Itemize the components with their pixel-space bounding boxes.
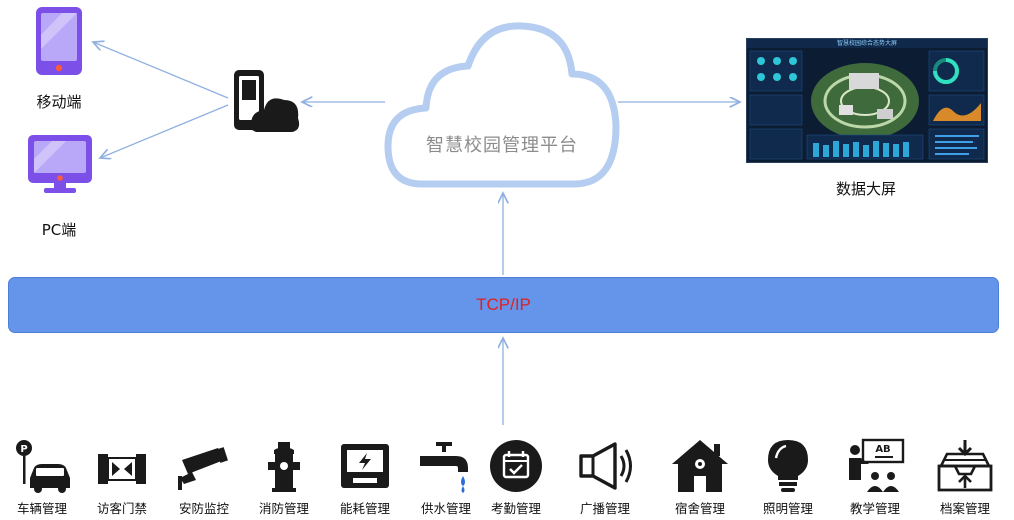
speaker-icon [579,442,632,490]
subsystem-vehicle: P 车辆管理 [2,438,82,520]
tcp-ip-bus-label: TCP/IP [476,295,531,314]
fire-hydrant-icon [268,442,300,492]
subsystem-label: 访客门禁 [96,501,147,516]
subsystem-water: 供水管理 [406,438,486,520]
security-camera-icon [178,447,228,490]
dormitory-house-icon [672,440,728,492]
subsystem-dormitory: 宿舍管理 [660,438,740,520]
mobile-phone-icon [36,7,82,75]
dashboard-screen: 智慧校园综合态势大屏 [746,38,988,163]
subsystem-security: 安防监控 [164,438,244,520]
arrow-to-pc [100,104,229,158]
mobile-label: 移动端 [36,93,82,111]
dashboard-label: 数据大屏 [835,180,896,198]
subsystem-label: 照明管理 [762,501,813,516]
svg-text:P: P [20,444,27,455]
dashboard-screen-title: 智慧校园综合态势大屏 [836,40,897,47]
subsystem-label: 广播管理 [579,501,630,516]
subsystem-archive: 档案管理 [925,438,1005,520]
arrow-to-mobile [93,42,229,99]
subsystem-label: 考勤管理 [490,501,541,516]
dashboard-screen-graphic [747,39,987,162]
subsystem-label: 教学管理 [849,501,900,516]
subsystem-label: 供水管理 [420,501,471,516]
subsystem-label: 档案管理 [939,501,990,516]
subsystem-visitor-access: 访客门禁 [82,438,162,520]
attendance-calendar-icon [490,440,542,492]
subsystem-teaching: AB 教学管理 [835,438,915,520]
subsystem-label: 宿舍管理 [674,501,725,516]
cloud-platform-label: 智慧校园管理平台 [426,135,578,156]
pc-label: PC端 [41,221,77,239]
pc-monitor-icon [28,135,92,193]
subsystem-label: 安防监控 [178,501,229,516]
subsystem-broadcast: 广播管理 [565,438,645,520]
energy-meter-icon [341,444,389,488]
subsystem-label: 能耗管理 [339,501,390,516]
subsystem-label: 消防管理 [258,501,309,516]
subsystem-attendance: 考勤管理 [476,438,556,520]
water-faucet-icon [420,442,468,493]
light-bulb-icon [768,440,808,492]
subsystem-label: 车辆管理 [16,501,67,516]
teaching-board-icon: AB [849,438,905,492]
turnstile-icon [98,454,146,484]
cloud-platform-icon [384,22,620,188]
archive-box-icon [937,440,993,492]
subsystem-fire: 消防管理 [244,438,324,520]
subsystem-energy: 能耗管理 [325,438,405,520]
parking-car-icon: P [16,440,70,493]
mobile-cloud-gateway-icon [234,70,300,132]
subsystem-lighting: 照明管理 [748,438,828,520]
svg-text:AB: AB [875,444,890,455]
tcp-ip-bus: TCP/IP [8,277,999,333]
